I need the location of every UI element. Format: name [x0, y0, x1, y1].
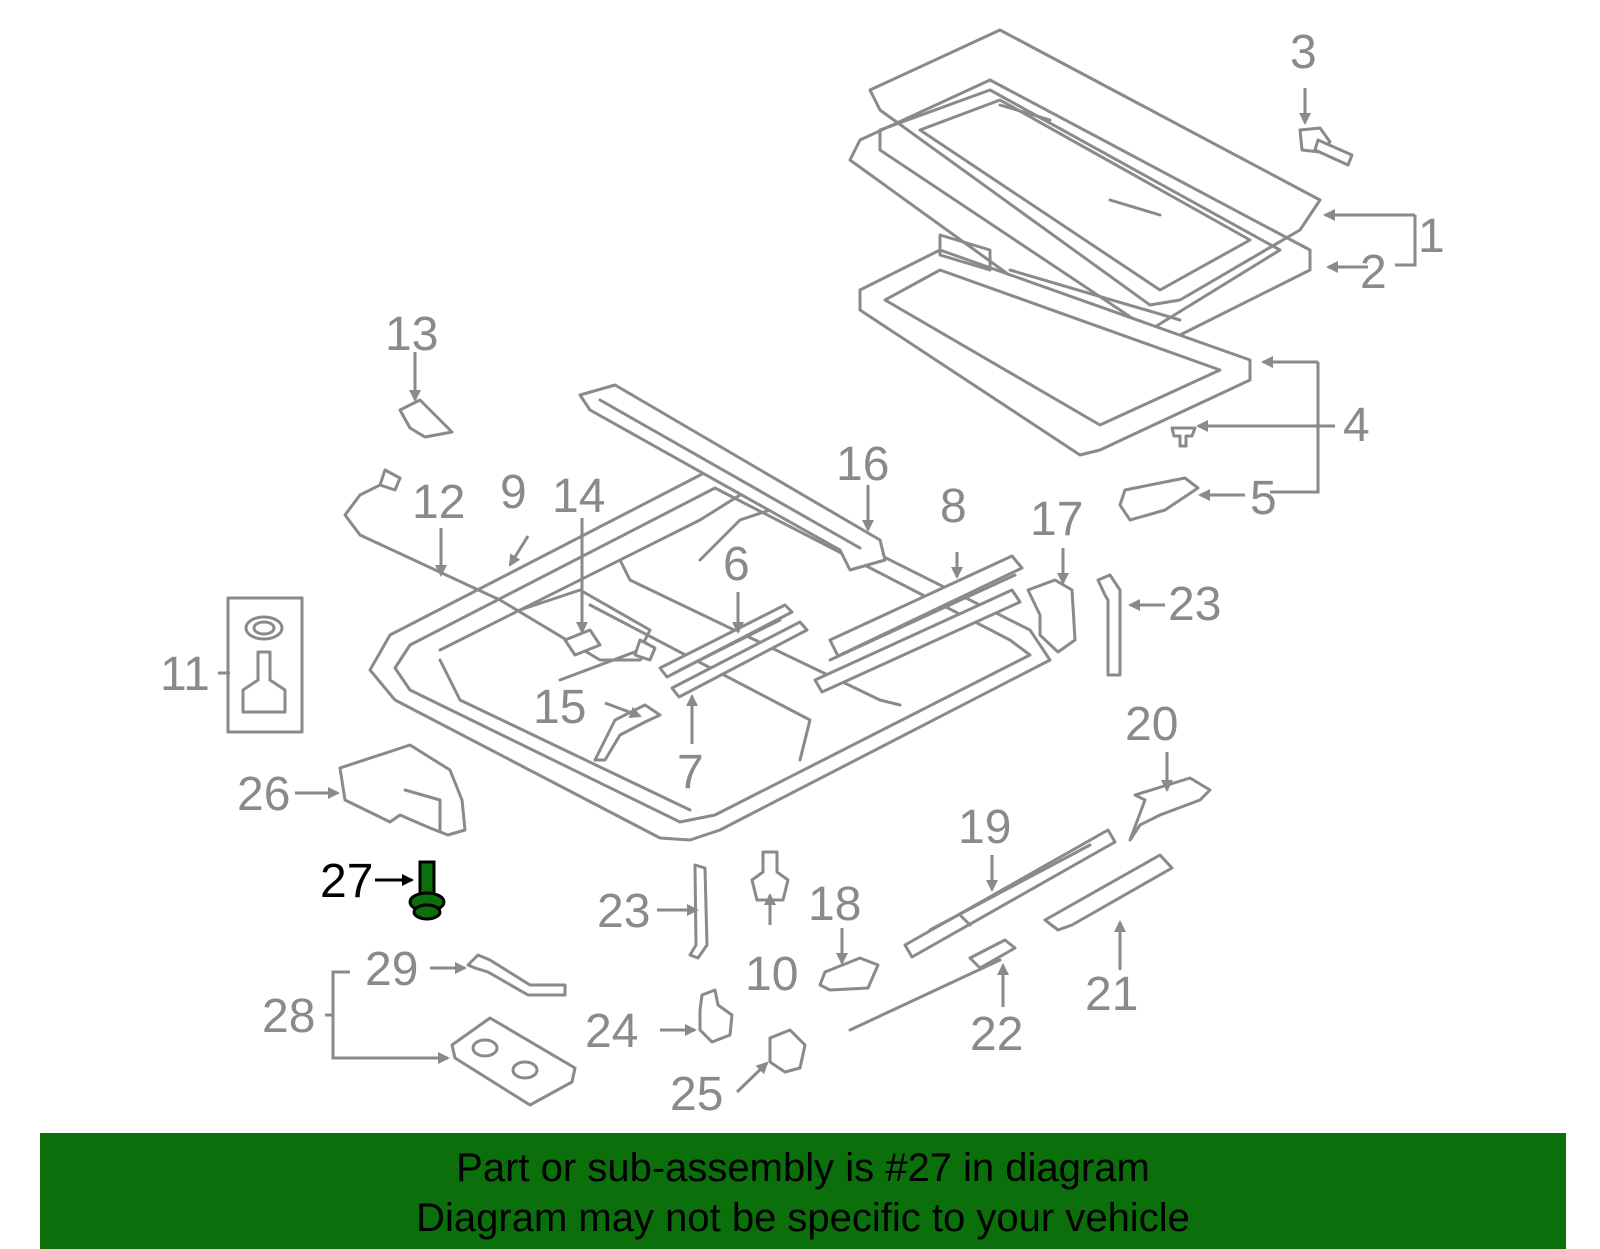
track-21	[1043, 853, 1174, 932]
callout-16: 16	[836, 438, 889, 491]
guide-5	[1118, 476, 1200, 522]
callout-17: 17	[1030, 493, 1083, 546]
callout-19: 19	[958, 801, 1011, 854]
side-rail-8	[813, 554, 1024, 694]
grommet-24	[698, 988, 734, 1044]
callouts: 1 2 3 4 5 6 7 8 9 10 11 12 13 14 15 16 1…	[160, 26, 1445, 1121]
handle-15	[593, 703, 662, 762]
sunroof-housing	[368, 468, 1052, 842]
callout-4: 4	[1343, 399, 1370, 452]
rail-6-7	[658, 603, 809, 699]
callout-8: 8	[940, 480, 967, 533]
drain-hose-23-upper	[1096, 573, 1122, 677]
callout-26: 26	[237, 768, 290, 821]
callout-2: 2	[1360, 246, 1387, 299]
callout-23-lower: 23	[597, 885, 650, 938]
callout-20: 20	[1125, 698, 1178, 751]
info-banner: Part or sub-assembly is #27 in diagram D…	[40, 1133, 1566, 1249]
cable-12	[343, 468, 657, 662]
callout-28: 28	[262, 990, 315, 1043]
callout-1: 1	[1418, 210, 1445, 263]
bolt-27	[408, 860, 446, 921]
callout-11: 11	[160, 648, 210, 701]
banner-line-1: Part or sub-assembly is #27 in diagram	[456, 1146, 1150, 1190]
cable-22	[848, 938, 1017, 1032]
motor-26	[338, 743, 467, 837]
pad-28	[450, 1016, 577, 1107]
front-rail-16	[578, 383, 887, 572]
callout-3: 3	[1290, 26, 1317, 79]
banner-line-2: Diagram may not be specific to your vehi…	[416, 1196, 1190, 1240]
bracket-18	[818, 956, 880, 992]
callout-13: 13	[385, 308, 438, 361]
bracket-17	[1026, 578, 1077, 654]
ring-25	[768, 1028, 807, 1074]
rail-19	[903, 828, 1117, 959]
callout-29: 29	[365, 943, 418, 996]
callout-22: 22	[970, 1008, 1023, 1061]
callout-25: 25	[670, 1068, 723, 1121]
sunroof-glass-assembly	[848, 28, 1322, 457]
callout-15: 15	[533, 681, 586, 734]
drain-hose-23-lower	[688, 863, 709, 960]
callout-24: 24	[585, 1005, 638, 1058]
clip-10	[750, 850, 790, 902]
leader-lines	[218, 88, 1417, 1094]
callout-5: 5	[1250, 472, 1277, 525]
bracket-20	[1128, 776, 1212, 842]
callout-10: 10	[745, 948, 798, 1001]
callout-7: 7	[677, 746, 704, 799]
callout-9: 9	[500, 466, 527, 519]
callout-27: 27	[320, 855, 373, 908]
callout-12: 12	[412, 476, 465, 529]
callout-14: 14	[552, 470, 605, 523]
callout-21: 21	[1085, 968, 1138, 1021]
clip-4	[1170, 426, 1197, 448]
callout-18: 18	[808, 878, 861, 931]
callout-23-upper: 23	[1168, 578, 1221, 631]
callout-6: 6	[723, 538, 750, 591]
hose-29	[466, 953, 567, 997]
bolt-3	[1298, 126, 1354, 167]
connector-14	[563, 628, 602, 657]
seal-11-box	[226, 596, 304, 734]
bracket-13	[398, 398, 454, 439]
